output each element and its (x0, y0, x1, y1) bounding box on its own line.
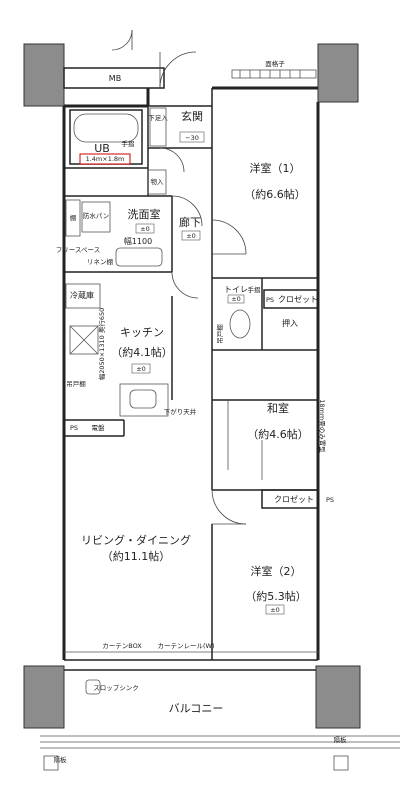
entrance-label: 玄関 (181, 109, 203, 123)
bathtub-icon (73, 113, 139, 143)
western2-name: 洋室（2） (251, 564, 302, 578)
shoe-storage-label: 下足入 (148, 114, 168, 122)
washroom-level: ±0 (140, 225, 150, 233)
column-top-right (317, 43, 359, 103)
kitchen-note: 幅2050×1310 奥行650 (97, 308, 106, 381)
washroom-label: 洗面室 (128, 207, 161, 221)
free-space-label: フリースペース (56, 246, 100, 254)
waterproof-pan (81, 201, 111, 233)
dropped-ceiling-label: 下がり天井 (164, 407, 197, 416)
kitchen-size: （約4.1帖） (111, 345, 173, 359)
closet-top-label: クロゼット (278, 294, 318, 304)
tatami-note: 18mm畳のみ置型 (318, 399, 327, 453)
ps-bottom-label: PS (326, 496, 334, 504)
fridge-box (65, 283, 101, 309)
bath-rail-label: 手摺 (122, 139, 136, 148)
top-lattice-label: 面格子 (265, 59, 285, 68)
electric-meter-label: 電盤 (92, 423, 106, 432)
slop-sink-icon (85, 679, 101, 695)
toilet-label: トイレ (224, 285, 248, 294)
washroom-width: 幅1100 (124, 236, 152, 246)
kitchen-label: キッチン (120, 326, 164, 339)
living-label: リビング・ダイニング (81, 533, 191, 547)
fridge-label: 冷蔵庫 (70, 290, 94, 300)
western2-level: ±0 (270, 606, 280, 614)
entrance-level: −30 (185, 134, 199, 142)
closet-bottom (261, 489, 319, 509)
kitchen-counter (119, 383, 169, 417)
range-hood-icon (69, 325, 99, 355)
bath-size: 1.4m×1.8m (86, 155, 125, 163)
closet-bottom-label: クロゼット (274, 494, 314, 504)
balcony-label: バルコニー (169, 702, 224, 715)
living-size: （約11.1帖） (102, 549, 171, 563)
bath-label: UB (94, 142, 110, 155)
oshiire-label: 押入 (282, 318, 298, 328)
storage-label: 物入 (151, 177, 165, 186)
hanging-shelf-label: 吊戸棚 (66, 379, 86, 388)
corridor-label: 廊下 (179, 215, 201, 229)
ps-left-label: PS (70, 424, 78, 432)
toilet-level: ±0 (231, 295, 241, 303)
washitsu-size: （約4.6帖） (247, 427, 309, 441)
corridor-level: ±0 (186, 232, 196, 240)
partition-left-label: 隔板 (54, 755, 68, 764)
shelf-box (65, 199, 81, 237)
slop-sink-label: スロップシンク (93, 684, 139, 692)
curtain-rail-label: カーテンレール(W) (158, 642, 215, 650)
waterproof-pan-label: 防水パン (83, 211, 109, 220)
closet-top (263, 289, 319, 309)
mb-box (63, 67, 165, 89)
western2-size: （約5.3帖） (245, 589, 307, 603)
top-lattice (231, 69, 317, 79)
washitsu-label: 和室 (267, 401, 289, 415)
shelf-label: 棚 (70, 213, 77, 222)
toilet-icon (229, 309, 251, 339)
toilet-shelf-label: 吊戸棚 (215, 324, 224, 344)
partition-right-label: 隔板 (334, 735, 348, 744)
sink-icon (115, 247, 163, 267)
mb-label: MB (109, 74, 121, 83)
kitchen-level: ±0 (136, 365, 146, 373)
toilet-rail-label: 手摺 (248, 285, 262, 294)
western1-name: 洋室（1） (250, 161, 301, 175)
shoe-storage (149, 107, 167, 147)
curtain-box-label: カーテンBOX (102, 642, 142, 650)
western1-size: （約6.6帖） (244, 187, 306, 201)
ps-top-label: PS (266, 296, 274, 304)
column-top-left (23, 43, 65, 107)
storage-box (147, 169, 167, 195)
linen-shelf-label: リネン棚 (87, 257, 114, 266)
column-bottom-left (23, 665, 65, 729)
kitchen-sink (129, 389, 157, 409)
column-bottom-right (315, 665, 361, 729)
